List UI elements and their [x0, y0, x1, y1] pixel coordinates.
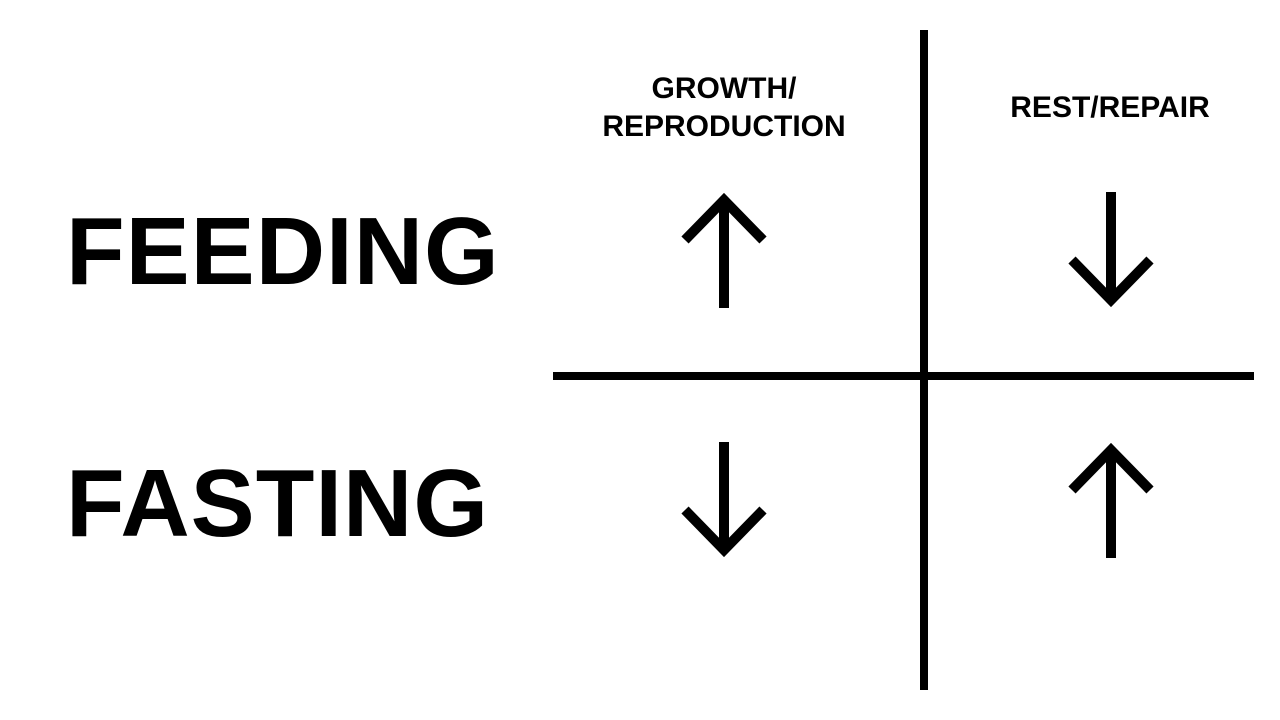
arrow-down-icon: [681, 442, 767, 558]
row-label-feeding: FEEDING: [66, 198, 500, 305]
arrow-down-icon: [1068, 192, 1154, 308]
arrow-head: [681, 192, 767, 244]
vertical-divider: [920, 30, 928, 690]
arrow-head: [1068, 256, 1154, 308]
arrow-head: [1068, 442, 1154, 494]
column-header-rest-repair: REST/REPAIR: [1010, 91, 1210, 124]
cell-fasting-rest: [1066, 440, 1156, 560]
row-label-fasting: FASTING: [66, 450, 490, 557]
cell-feeding-growth: [679, 190, 769, 310]
column-header-growth-line2: REPRODUCTION: [602, 110, 846, 143]
column-header-growth-reproduction: GROWTH/ REPRODUCTION: [574, 70, 874, 146]
arrow-up-icon: [681, 192, 767, 308]
cell-fasting-growth: [679, 440, 769, 560]
horizontal-divider: [553, 372, 1254, 380]
column-header-growth-line1: GROWTH/: [651, 72, 797, 105]
arrow-head: [681, 506, 767, 558]
cell-feeding-rest: [1066, 190, 1156, 310]
arrow-up-icon: [1068, 442, 1154, 558]
